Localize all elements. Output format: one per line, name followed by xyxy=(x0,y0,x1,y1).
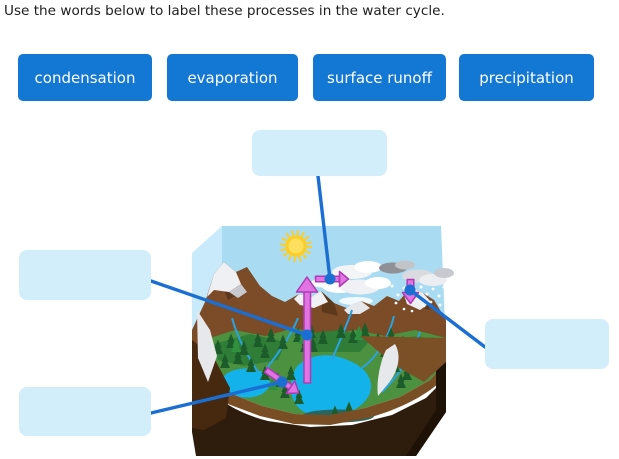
drop-target-middle-left[interactable] xyxy=(19,250,151,300)
sun-icon xyxy=(280,230,312,262)
drop-target-top[interactable] xyxy=(252,130,387,176)
left-glacier xyxy=(197,310,217,382)
condensation-anchor-dot xyxy=(324,273,336,285)
connector-right xyxy=(408,288,487,349)
word-button-evaporation[interactable]: evaporation xyxy=(167,54,298,101)
drop-target-bottom-left[interactable] xyxy=(19,387,151,436)
word-button-condensation[interactable]: condensation xyxy=(18,54,152,101)
cloud-icons xyxy=(311,260,454,305)
word-button-precipitation[interactable]: precipitation xyxy=(459,54,594,101)
page-title: Use the words below to label these proce… xyxy=(4,3,445,19)
drop-target-right[interactable] xyxy=(485,319,609,369)
snow-dots xyxy=(0,277,450,313)
connector-middle-left xyxy=(149,279,309,337)
mountain-range xyxy=(192,262,446,348)
connector-bottom-left xyxy=(149,380,284,415)
connector-lines xyxy=(149,174,487,415)
soil-cross-section xyxy=(192,310,446,456)
word-button-surface-runoff[interactable]: surface runoff xyxy=(313,54,446,101)
connector-top xyxy=(316,174,332,281)
pond xyxy=(222,368,270,398)
surface-runoff-anchor-dot xyxy=(276,376,288,388)
right-slope xyxy=(360,336,446,382)
evaporation-anchor-dot xyxy=(301,329,313,341)
precipitation-anchor-dot xyxy=(404,284,416,296)
right-glacier xyxy=(377,344,399,396)
connector-dots xyxy=(276,273,416,388)
